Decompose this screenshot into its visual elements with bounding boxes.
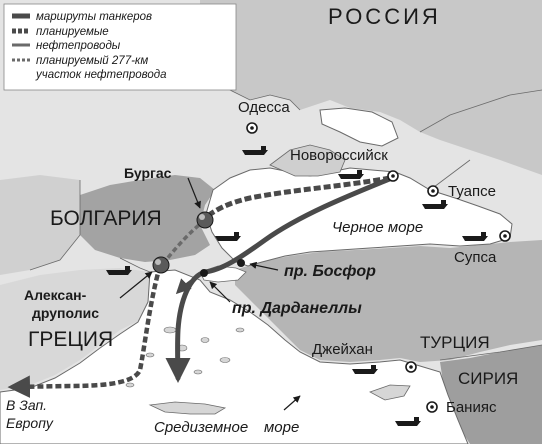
label-ceyhan: Джейхан [312,341,373,358]
label-russia: РОССИЯ [328,4,441,29]
label-dardanelles: пр. Дарданеллы [232,300,362,317]
label-alexandroupolis-1: Алексан- [24,287,87,303]
sea-of-azov [319,107,399,147]
label-turkey: ТУРЦИЯ [420,333,490,352]
tanker-icon [395,417,421,426]
label-pointers [119,177,301,411]
tanker-icon [106,266,132,275]
tanker-route-main [165,175,395,383]
label-black-sea: Черное море [332,219,423,236]
port-supsa [499,230,511,242]
port-banias [426,401,438,413]
terminal-alexandroupolis [152,256,170,274]
label-banias: Банияс [446,399,497,416]
planned-route-burgas [203,175,391,220]
crete [148,401,227,415]
tanker-icon [462,232,488,241]
legend-planned: планируемые [36,26,109,38]
label-syria: СИРИЯ [458,369,518,388]
label-mediterranean-1: Средиземное [154,419,248,436]
tanker-icon [422,200,448,209]
cyprus [369,384,411,401]
label-tuapse: Туапсе [448,183,496,200]
legend-planned-277-line2: участок нефтепровода [35,69,167,81]
land-syria [440,345,542,444]
tanker-icons [106,146,488,426]
legend-pipelines: нефтепроводы [36,40,121,52]
label-greece: ГРЕЦИЯ [28,328,113,351]
land-north [200,0,542,175]
label-burgas: Бургас [124,165,172,181]
port-novorossiysk [387,170,399,182]
label-novorossiysk: Новороссийск [290,147,388,164]
tanker-icon [242,146,268,155]
terminal-burgas [196,211,214,229]
crimea [269,144,346,177]
port-tuapse [427,185,439,197]
land-balkans [0,175,80,275]
label-alexandroupolis-2: друполис [32,305,99,321]
port-ceyhan [405,361,417,373]
label-bulgaria: БОЛГАРИЯ [50,207,162,230]
planned-route-europe [7,265,163,398]
mediterranean-sea [0,269,469,444]
label-europe-2: Европу [6,415,54,431]
tanker-icon [352,365,378,374]
label-odessa: Одесса [238,99,290,116]
land-bulgaria [80,175,215,262]
label-bosphorus: пр. Босфор [284,263,376,280]
legend-tanker-routes: маршруты танкеров [36,11,152,23]
bosphorus-dot [237,259,245,267]
legend: маршруты танкеров планируемые нефтепрово… [3,3,237,91]
land-greece [0,268,150,390]
tanker-icon [215,232,241,241]
port-odessa [246,122,258,134]
dardanelles-dot [200,269,208,277]
label-europe-1: В Зап. [6,397,47,413]
land-turkey [235,240,542,362]
label-mediterranean-2: море [264,419,299,436]
label-supsa: Супса [454,249,497,266]
legend-planned-277-line1: планируемый 277-км [36,55,148,67]
tanker-icon [338,170,364,179]
